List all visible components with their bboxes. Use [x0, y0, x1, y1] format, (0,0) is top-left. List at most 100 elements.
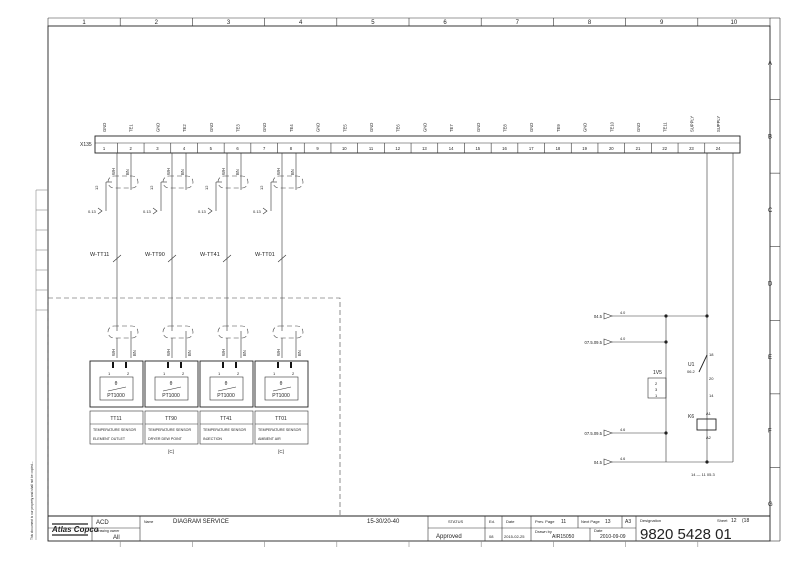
- wire-color: WH: [276, 349, 281, 356]
- name-label: Name: [144, 520, 153, 524]
- ed-value: 08: [489, 534, 494, 539]
- svg-text:14: 14: [709, 393, 714, 398]
- pt1000-element: [209, 376, 244, 401]
- next-page: 13: [605, 519, 611, 525]
- drawn-by: AIR15050: [552, 534, 574, 540]
- sensor-pin: 2: [237, 371, 240, 376]
- ref-arrow: 04.54.6: [594, 457, 625, 466]
- wire-no: 4.0: [620, 337, 625, 341]
- cable-label: W-TT11: [90, 252, 109, 258]
- acd-label: ACD: [96, 520, 109, 526]
- designation-label: Designation: [640, 518, 661, 523]
- sheet-size: A3: [625, 519, 631, 525]
- strip-signal: GND: [369, 123, 374, 132]
- wire-color: BN: [132, 350, 137, 356]
- strip-terminal: 15: [475, 146, 480, 151]
- strip-terminal: 8: [290, 146, 293, 151]
- k6-coil: [696, 418, 717, 431]
- row-label: E: [768, 355, 772, 361]
- sensor-pin: 1: [163, 371, 166, 376]
- strip-signal: GND: [209, 123, 214, 132]
- svg-text:2: 2: [655, 381, 658, 386]
- designation-number: 9820 5428 01: [640, 526, 732, 543]
- k6-pin-bot: A2: [706, 435, 712, 440]
- strip-terminal: 11: [369, 146, 374, 151]
- shield-ref: 0.13: [143, 209, 152, 214]
- strip-terminal: 21: [636, 146, 641, 151]
- strip-outline: [94, 135, 741, 154]
- row-label: B: [768, 134, 772, 140]
- shield-ring: [162, 325, 194, 339]
- column-label: 4: [299, 20, 303, 26]
- date2-label: Date: [594, 528, 603, 533]
- shield-no: 12: [94, 185, 99, 190]
- ref-arrow: 07.5.09.54.6: [585, 428, 625, 437]
- atlas-copco-logo: Atlas Copco: [51, 525, 99, 534]
- shield-ring: [217, 175, 249, 189]
- sensor-location: DRYER DEW POINT: [148, 437, 183, 441]
- sensor-note: [C]: [278, 449, 284, 454]
- sensor-desc: TEMPERATURE SENSOR: [203, 428, 246, 432]
- theta-symbol: θ: [225, 381, 228, 387]
- column-label: 8: [588, 20, 592, 26]
- strip-signal: TE3: [236, 124, 241, 132]
- strip-terminal: 18: [556, 146, 561, 151]
- strip-terminal: 7: [263, 146, 266, 151]
- sensor-pin: 1: [108, 371, 111, 376]
- strip-signal: GND: [583, 123, 588, 132]
- sensor-desc: TEMPERATURE SENSOR: [258, 428, 301, 432]
- strip-terminal: 1: [103, 146, 106, 151]
- shield-no: 12: [149, 185, 154, 190]
- shield-ring: [272, 325, 304, 339]
- strip-terminal: 17: [529, 146, 534, 151]
- strip-signal: GND: [262, 123, 267, 132]
- ed-label: Ed.: [489, 519, 495, 524]
- wire-color: BN: [125, 169, 130, 175]
- wire-color: WH: [221, 168, 226, 175]
- shield-ref: 0.13: [253, 209, 262, 214]
- wire-color: WH: [276, 168, 281, 175]
- drawing-owner-label: Drawing owner: [96, 529, 120, 533]
- status-label: STATUS: [448, 519, 464, 524]
- sensor-location: INJECTION: [203, 437, 222, 441]
- strip-terminal: 20: [609, 146, 614, 151]
- strip-signal: GND: [529, 123, 534, 132]
- strip-terminal: 3: [156, 146, 159, 151]
- strip-signal: TE11: [663, 122, 668, 132]
- row-label: C: [768, 208, 773, 214]
- wire-color: BN: [290, 169, 295, 175]
- strip-signal: TE4: [289, 124, 294, 132]
- ref-arrow: 04.54.0: [594, 311, 625, 320]
- strip-signal: GND: [476, 123, 481, 132]
- sensor-info-box: [254, 410, 309, 445]
- pt1000-element: [99, 376, 134, 401]
- u1-pin-bot: 20: [709, 376, 714, 381]
- model-range: 15-30/20-40: [367, 519, 400, 525]
- sensor-enclosure: [89, 360, 144, 408]
- strip-terminal: 14: [449, 146, 454, 151]
- wire-no: 4.6: [620, 457, 625, 461]
- strip-signal: SUPPLY: [689, 116, 694, 132]
- sensor-tag: TT90: [165, 416, 177, 422]
- column-label: 2: [155, 20, 159, 26]
- sensor-location: ELEMENT OUTLET: [93, 437, 126, 441]
- sensor-type: PT1000: [107, 393, 125, 399]
- sensor-info-box: [89, 410, 144, 445]
- strip-terminal: 4: [183, 146, 186, 151]
- v5-tag: 1V5: [653, 370, 662, 376]
- ref-label: 07.5.09.5: [585, 340, 603, 345]
- wire-color: BN: [180, 169, 185, 175]
- column-label: 1: [82, 20, 86, 26]
- pt1000-element: [264, 376, 299, 401]
- strip-id: X135: [80, 142, 92, 148]
- cable-label: W-TT41: [200, 252, 220, 258]
- drawing-owner: All: [113, 535, 120, 541]
